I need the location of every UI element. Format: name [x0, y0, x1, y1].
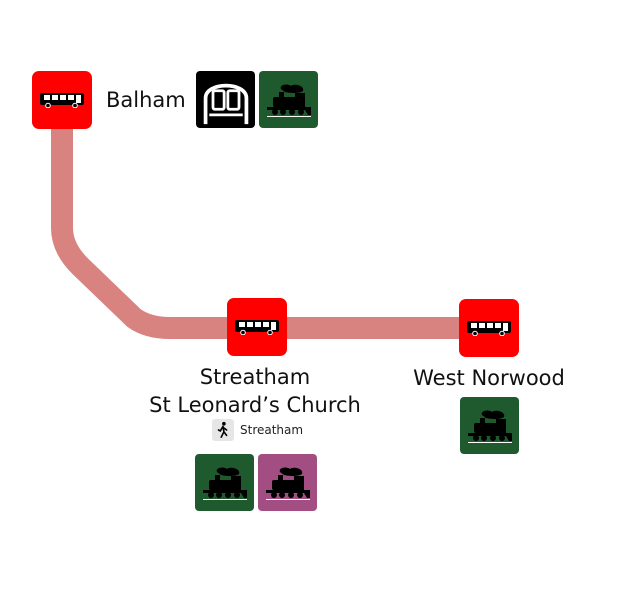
walk-icon	[214, 421, 232, 439]
route-line	[51, 105, 490, 339]
west-norwood-bus-stop[interactable]	[459, 299, 519, 357]
bus-icon	[39, 92, 85, 108]
bus-icon	[466, 320, 512, 336]
rail-icon[interactable]	[460, 397, 519, 454]
walk-label: Streatham	[240, 423, 304, 437]
walk-icon-box	[212, 419, 234, 441]
train-icon	[265, 83, 313, 117]
streatham-label-line2: St Leonard’s Church	[149, 393, 361, 417]
tube-logo	[199, 74, 253, 126]
west-norwood-label: West Norwood	[413, 366, 565, 390]
balham-bus-stop[interactable]	[32, 71, 92, 129]
streatham-label-line1: Streatham	[199, 365, 311, 389]
balham-label: Balham	[106, 88, 186, 112]
train-icon	[201, 466, 249, 500]
underground-icon[interactable]	[196, 71, 255, 128]
train-icon	[264, 466, 312, 500]
train-icon	[466, 409, 514, 443]
streatham-label: Streatham St Leonard’s Church	[149, 363, 361, 419]
rail-icon[interactable]	[258, 454, 317, 511]
rail-icon[interactable]	[259, 71, 318, 128]
rail-icon[interactable]	[195, 454, 254, 511]
walk-interchange[interactable]: Streatham	[212, 419, 303, 441]
bus-icon	[234, 319, 280, 335]
streatham-bus-stop[interactable]	[227, 298, 287, 356]
